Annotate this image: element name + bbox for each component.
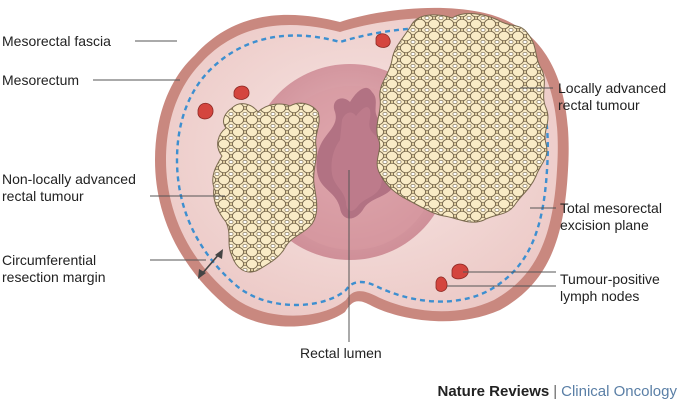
publisher-name: Nature Reviews (437, 383, 550, 400)
label-tumour-positive-lymph-nodes: Tumour-positive lymph nodes (560, 271, 660, 304)
non-locally-advanced-tumour (212, 102, 320, 273)
tumour-positive-lymph-node (451, 263, 469, 280)
crm-arrow (200, 252, 221, 276)
total-mesorectal-excision-plane (175, 26, 549, 307)
label-non-locally-advanced-tumour: Non-locally advanced rectal tumour (2, 171, 136, 204)
journal-name: Clinical Oncology (561, 383, 677, 400)
lymph-node (197, 102, 214, 120)
rectal-lumen-highlight (331, 107, 386, 211)
lymph-node (375, 33, 391, 48)
label-locally-advanced-tumour: Locally advanced rectal tumour (558, 80, 667, 113)
crm-arrow-head-end (215, 249, 223, 259)
tumour-positive-lymph-node (435, 276, 448, 292)
label-mesorectum: Mesorectum (2, 72, 80, 88)
lymph-node (233, 85, 250, 100)
label-circumferential-resection-margin: Circumferential resection margin (2, 252, 106, 285)
label-rectal-lumen: Rectal lumen (300, 345, 382, 361)
label-total-mesorectal-excision-plane: Total mesorectal excision plane (560, 200, 662, 233)
label-mesorectal-fascia: Mesorectal fascia (2, 33, 111, 49)
crm-arrow-head-start (198, 269, 206, 279)
credit-separator: | (553, 383, 558, 400)
locally-advanced-tumour (376, 13, 549, 223)
figure-credit: Nature Reviews|Clinical Oncology (437, 383, 677, 400)
